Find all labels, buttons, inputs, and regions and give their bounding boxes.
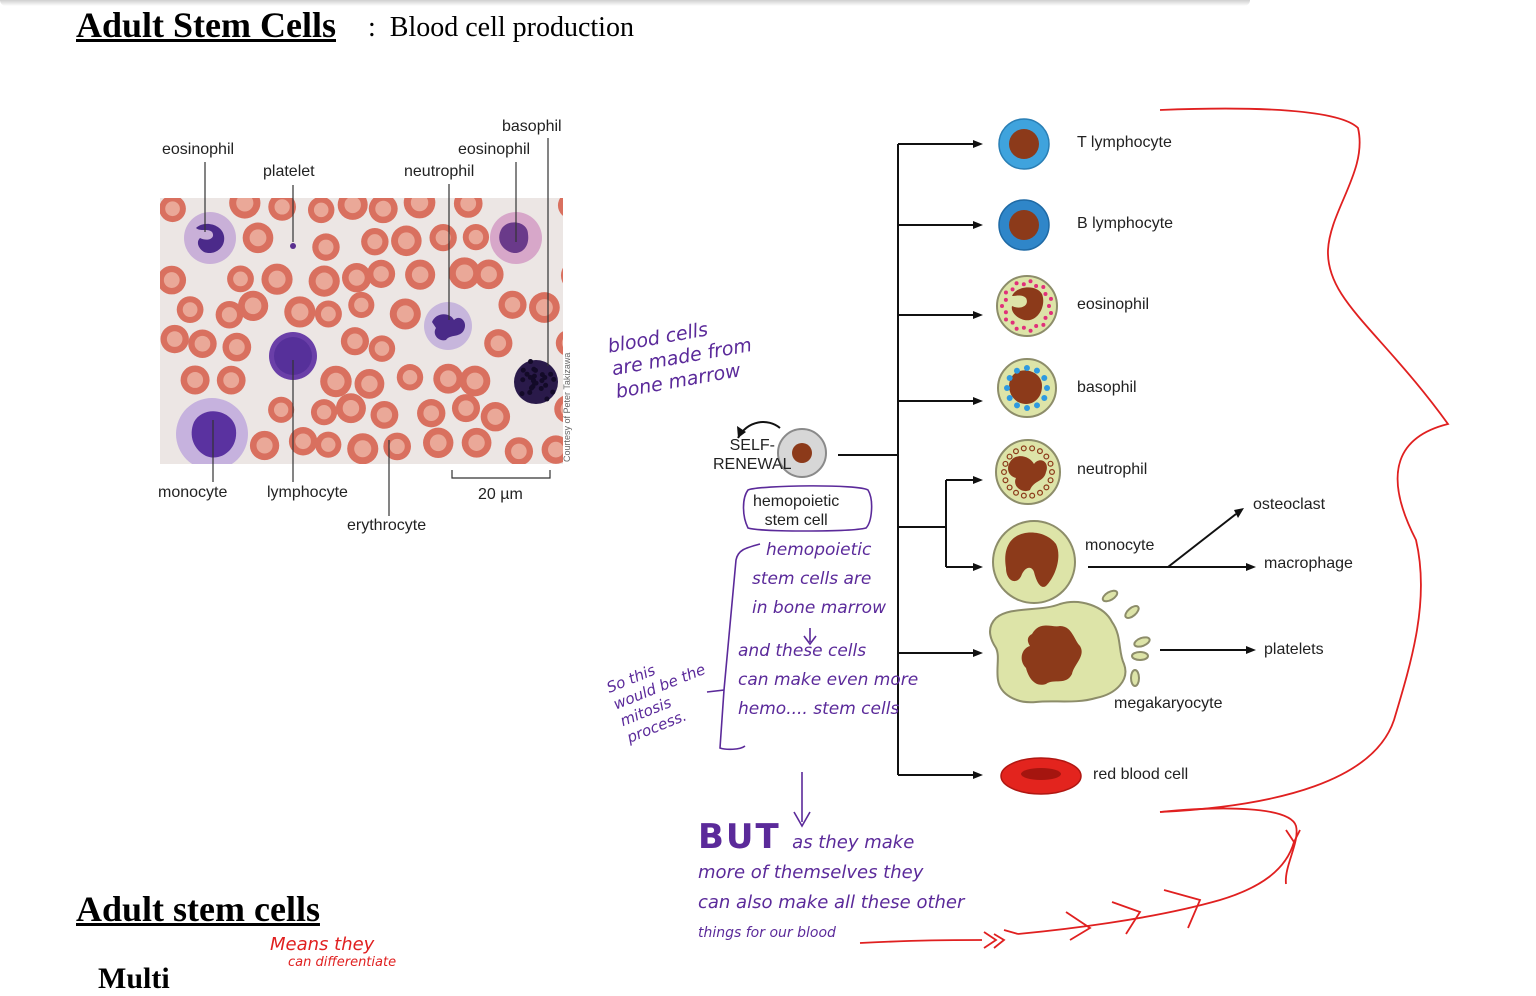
label-lymphocyte: lymphocyte bbox=[267, 484, 348, 501]
means-note: Means they can differentiate bbox=[270, 934, 397, 970]
blood-smear-micrograph bbox=[160, 198, 563, 464]
label-osteoclast: osteoclast bbox=[1253, 496, 1326, 513]
label-platelet: platelet bbox=[263, 163, 315, 180]
but-note: BUT as they make more of themselves they… bbox=[698, 817, 965, 941]
basophil-cell bbox=[997, 358, 1057, 418]
micrograph-pointer-lines bbox=[204, 138, 551, 516]
section-title: Adult stem cells bbox=[76, 889, 320, 929]
label-basophil-lineage: basophil bbox=[1077, 379, 1137, 396]
label-b-lymphocyte: B lymphocyte bbox=[1077, 215, 1174, 232]
megakaryocyte-cell bbox=[989, 589, 1151, 704]
purple-bracket bbox=[706, 543, 817, 828]
monocyte-cell bbox=[992, 520, 1076, 604]
label-monocyte-lineage: monocyte bbox=[1085, 537, 1155, 554]
label-macrophage: macrophage bbox=[1264, 555, 1353, 572]
label-erythrocyte: erythrocyte bbox=[347, 517, 427, 534]
label-monocyte: monocyte bbox=[158, 484, 228, 501]
scale-bar-label: 20 µm bbox=[478, 486, 523, 503]
label-eosinophil-right: eosinophil bbox=[458, 141, 531, 158]
t-lymphocyte-cell bbox=[998, 118, 1050, 170]
label-t-lymphocyte: T lymphocyte bbox=[1077, 134, 1172, 151]
label-red-blood-cell: red blood cell bbox=[1093, 766, 1189, 783]
label-neutrophil-lineage: neutrophil bbox=[1077, 461, 1148, 478]
eosinophil-cell bbox=[996, 275, 1058, 337]
neutrophil-cell bbox=[995, 439, 1061, 505]
red-brace-annotation bbox=[859, 107, 1450, 949]
label-eosinophil: eosinophil bbox=[1077, 296, 1150, 313]
label-eosinophil-left: eosinophil bbox=[162, 141, 235, 158]
smear-image bbox=[160, 198, 563, 464]
top-shadow bbox=[0, 0, 1250, 6]
self-renewal-arrow bbox=[737, 421, 781, 439]
stem-cell-circle-annotation bbox=[742, 485, 873, 532]
hemopoietic-stem-cell bbox=[777, 428, 827, 478]
cutoff-text: Multi bbox=[98, 962, 170, 995]
label-megakaryocyte: megakaryocyte bbox=[1114, 695, 1223, 712]
micrograph-credit: Courtesy of Peter Takizawa bbox=[562, 353, 572, 462]
page-title: Adult Stem Cells bbox=[76, 5, 336, 45]
stem-cells-note: hemopoietic stem cells are in bone marro… bbox=[738, 540, 919, 719]
red-blood-cell bbox=[1000, 757, 1082, 795]
self-renewal-label: SELF-RENEWAL bbox=[713, 437, 792, 473]
b-lymphocyte-cell bbox=[998, 199, 1050, 251]
page-subtitle: : Blood cell production bbox=[368, 12, 634, 43]
label-basophil: basophil bbox=[502, 118, 562, 135]
label-platelets: platelets bbox=[1264, 641, 1324, 658]
lineage-tree-lines bbox=[838, 143, 1248, 776]
lineage-arrowheads bbox=[973, 140, 1256, 779]
erythrocytes bbox=[160, 198, 563, 464]
label-neutrophil: neutrophil bbox=[404, 163, 475, 180]
